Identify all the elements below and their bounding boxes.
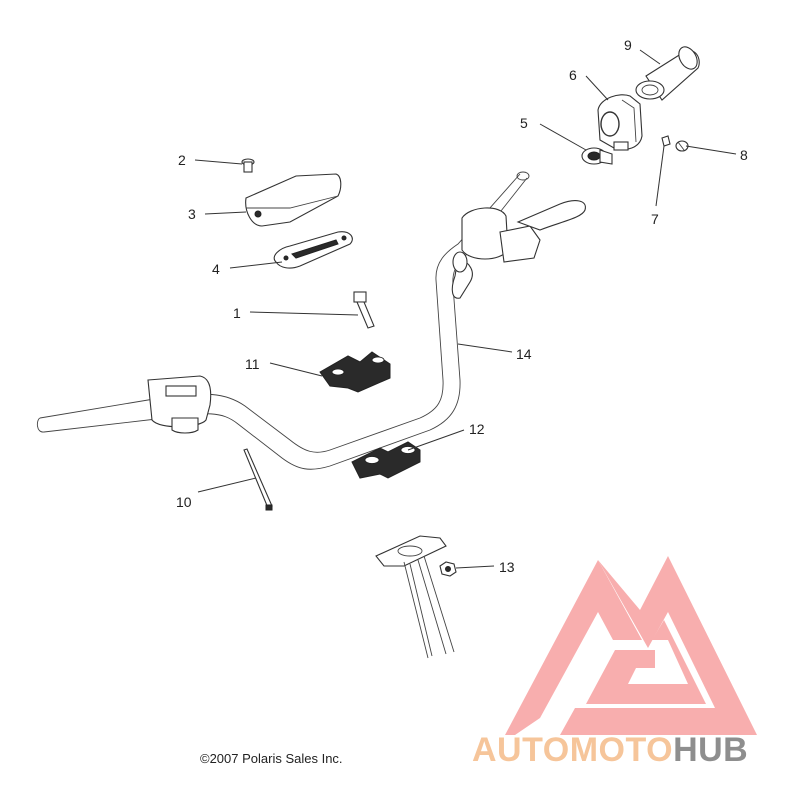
callout-1: 1 — [233, 305, 241, 321]
callout-13: 13 — [499, 559, 515, 575]
part-9-grip — [635, 46, 700, 101]
logo-triangle-right — [560, 556, 757, 735]
part-4-plate — [273, 231, 353, 269]
logo-inner-g — [586, 620, 706, 704]
callout-6: 6 — [569, 67, 577, 83]
callout-7: 7 — [651, 211, 659, 227]
callout-14: 14 — [516, 346, 532, 362]
watermark-text-part1: AUTOMOTO — [472, 731, 673, 769]
left-switch-housing — [147, 375, 212, 434]
callout-9: 9 — [624, 37, 632, 53]
handlebar-end-cap — [516, 171, 530, 181]
part-1-bolt — [353, 291, 375, 329]
steering-post — [375, 535, 455, 659]
callout-5: 5 — [520, 115, 528, 131]
leader-lines — [194, 49, 737, 569]
watermark-text: AUTOMOTOHUB — [472, 731, 748, 769]
part-7-screw — [661, 135, 671, 147]
part-12-lower-clamp — [351, 441, 421, 479]
part-11-upper-clamp — [319, 351, 391, 393]
callout-3: 3 — [188, 206, 196, 222]
part-10-cable-tie — [243, 448, 273, 511]
part-3-cover — [245, 173, 342, 227]
part-6-throttle-housing — [597, 94, 643, 151]
copyright-text: ©2007 Polaris Sales Inc. — [200, 751, 343, 766]
part-2-screw — [241, 158, 255, 173]
brake-lever-assembly — [451, 200, 586, 299]
callout-2: 2 — [178, 152, 186, 168]
callout-4: 4 — [212, 261, 220, 277]
callout-labels: 1 2 3 4 5 6 7 8 9 10 11 12 13 14 — [176, 37, 748, 575]
part-5-bushing — [581, 147, 613, 165]
callout-11: 11 — [245, 356, 260, 372]
watermark-text-part2: HUB — [673, 731, 748, 769]
callout-8: 8 — [740, 147, 748, 163]
logo-triangle-left — [505, 560, 642, 735]
part-13-nut — [439, 561, 457, 577]
callout-10: 10 — [176, 494, 192, 510]
watermark-logo — [505, 556, 757, 735]
callout-12: 12 — [469, 421, 485, 437]
